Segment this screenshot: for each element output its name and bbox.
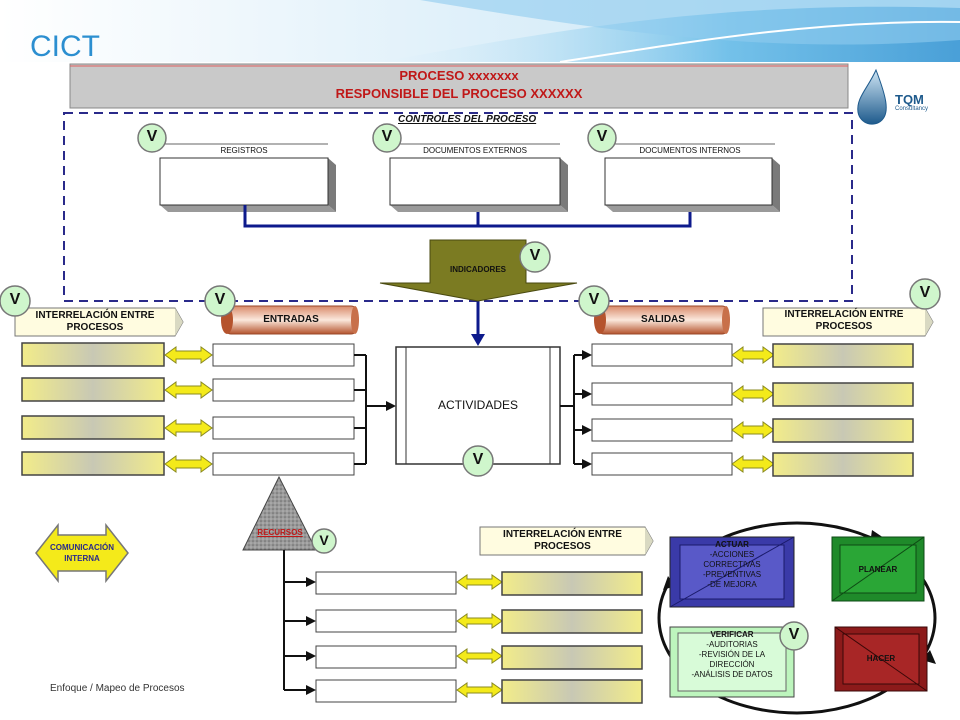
planear-label: PLANEAR [858, 565, 898, 574]
interrel-right-l1: INTERRELACIÓN ENTRE [784, 309, 904, 320]
control-boxes [159, 143, 780, 212]
check-mark: V [9, 291, 21, 308]
check-mark: V [146, 128, 158, 145]
resources-boxes [315, 571, 457, 703]
resources-triangle [242, 475, 317, 551]
interrel-right-l2: PROCESOS [815, 321, 873, 332]
arrow-to-activities [471, 334, 485, 346]
actuar-line-1: -ACCIONES [709, 550, 755, 559]
header-wave [0, 0, 960, 63]
resources-label: RECURSOS [257, 528, 303, 537]
salidas-boxes [591, 343, 733, 476]
tqm-logo-name: TQM [895, 92, 924, 107]
activities-label: ACTIVIDADES [437, 398, 518, 412]
tqm-logo-sub: Consultancy [895, 106, 929, 112]
right-interrel-boxes [772, 343, 914, 477]
activities-box [395, 346, 561, 465]
phva-cycle [657, 521, 937, 715]
actuar-line-4: -DE MEJORA [707, 580, 757, 589]
controls-frame [63, 112, 853, 302]
resources-connectors [283, 550, 308, 691]
actuar-line-2: CORRECTIVAS [703, 560, 761, 569]
check-mark: V [919, 284, 931, 301]
entradas-label: ENTRADAS [263, 314, 319, 325]
verificar-line-1: -AUDITORIAS [706, 640, 758, 649]
process-owner: RESPONSIBLE DEL PROCESO XXXXXX [335, 86, 583, 101]
controls-title: CONTROLES DEL PROCESO [398, 114, 537, 125]
interrel-banners [14, 307, 934, 556]
verificar-line-4: -ANÁLISIS DE DATOS [691, 670, 773, 679]
salidas-connectors [560, 354, 584, 465]
salidas-label: SALIDAS [641, 314, 685, 325]
verificar-title: VERIFICAR [710, 630, 754, 639]
check-mark: V [214, 291, 226, 308]
right-double-arrows [731, 346, 775, 473]
actuar-title: ACTUAR [715, 540, 749, 549]
actuar-line-3: -PREVENTIVAS [702, 570, 762, 579]
interrel-bottom-l1: INTERRELACIÓN ENTRE [503, 529, 622, 540]
resources-arrowheads [306, 577, 316, 695]
check-mark: V [381, 128, 393, 145]
tqm-logo [857, 68, 887, 125]
footer-caption: Enfoque / Mapeo de Procesos [50, 683, 185, 694]
entradas-arrowhead [386, 401, 396, 411]
brand-title: CICT [30, 30, 100, 63]
entradas-connectors [354, 354, 390, 465]
io-banners [221, 305, 730, 335]
check-mark: V [788, 626, 800, 643]
check-mark: V [529, 247, 541, 264]
salidas-arrowheads [582, 350, 592, 469]
interrel-bottom-l2: PROCESOS [534, 541, 591, 552]
indicators-label: INDICADORES [449, 265, 506, 274]
interrel-left-l1: INTERRELACIÓN ENTRE [35, 310, 155, 321]
check-mark: V [588, 291, 600, 308]
process-title: PROCESO xxxxxxx [399, 68, 519, 83]
resources-double-arrows [456, 574, 503, 698]
interrel-left-l2: PROCESOS [66, 322, 124, 333]
resources-interrel-boxes [501, 571, 643, 704]
doc-internos-label: DOCUMENTOS INTERNOS [639, 146, 741, 155]
hacer-label: HACER [866, 654, 896, 663]
verificar-line-3: DIRECCIÓN [709, 660, 755, 669]
check-circles [0, 123, 941, 651]
verificar-line-2: -REVISIÓN DE LA [698, 650, 766, 659]
process-title-bar [69, 63, 849, 109]
registros-label: REGISTROS [220, 146, 268, 155]
left-double-arrows [164, 346, 213, 473]
communication-l2: INTERNA [64, 554, 100, 563]
check-mark: V [596, 128, 608, 145]
check-mark: V [319, 532, 329, 548]
communication-l1: COMUNICACIÓN [50, 543, 114, 552]
communication-arrow [35, 522, 129, 584]
doc-externos-label: DOCUMENTOS EXTERNOS [423, 146, 527, 155]
left-interrel-boxes [21, 342, 165, 476]
entradas-boxes [212, 343, 355, 476]
check-mark: V [472, 451, 484, 468]
